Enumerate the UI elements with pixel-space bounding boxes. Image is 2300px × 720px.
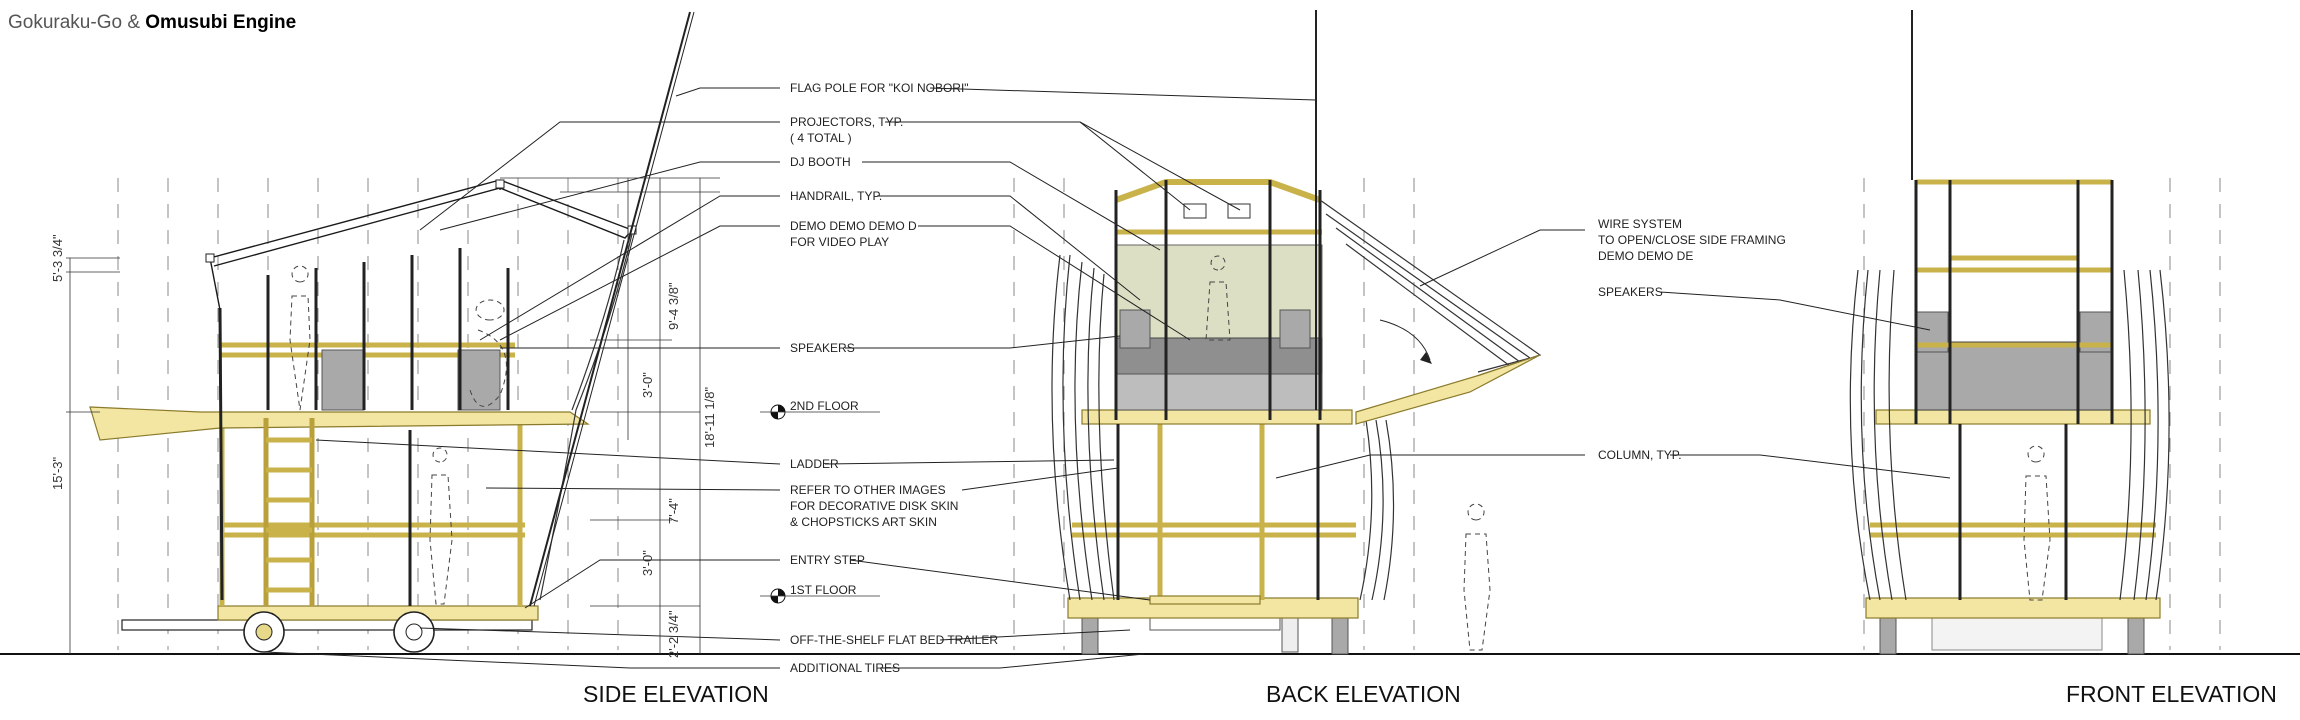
view-title-side: SIDE ELEVATION	[583, 681, 769, 707]
side-elevation: 5'-3 3/4" 15'-3" 9'-4 3/8" 3'-0" 18'-11 …	[50, 11, 880, 658]
front-wheel-right	[2127, 617, 2145, 655]
side-wheel-rear-hub	[405, 623, 423, 641]
note-video-play: FOR VIDEO PLAY	[790, 235, 889, 249]
annotation-notes: FLAG POLE FOR "KOI NOBORI" PROJECTORS, T…	[790, 81, 1786, 675]
note-speakers-front: SPEAKERS	[1598, 285, 1663, 299]
level-marker-2nd-floor	[760, 404, 880, 420]
title-project-name: Gokuraku-Go &	[8, 12, 145, 33]
note-projectors: PROJECTORS, TYP.	[790, 115, 903, 129]
side-trailer-bed	[121, 619, 533, 631]
side-wheel-front-hub	[255, 623, 273, 641]
side-ladder	[263, 418, 315, 606]
note-open-close-framing: TO OPEN/CLOSE SIDE FRAMING	[1598, 233, 1786, 247]
front-wheel-left	[1879, 617, 1897, 655]
title-engine-name: Omusubi Engine	[145, 12, 296, 33]
note-wire-system: WIRE SYSTEM	[1598, 217, 1682, 231]
leader-lines	[263, 87, 1951, 669]
dim-3-0-lower: 3'-0"	[640, 550, 655, 576]
note-ladder: LADDER	[790, 457, 839, 471]
note-dj-booth: DJ BOOTH	[790, 155, 851, 169]
note-demo: DEMO DEMO DEMO D	[790, 219, 917, 233]
side-first-floor-deck	[217, 605, 539, 621]
note-disk-skin: FOR DECORATIVE DISK SKIN	[790, 499, 958, 513]
front-elevation	[1849, 10, 2170, 655]
back-projector-1	[1183, 203, 1207, 219]
dim-9-4-3-8: 9'-4 3/8"	[666, 282, 681, 330]
note-flag-pole: FLAG POLE FOR "KOI NOBORI"	[790, 81, 969, 95]
side-speaker-right	[457, 349, 501, 411]
side-speaker-left	[321, 349, 365, 411]
back-wheel-left	[1081, 617, 1099, 655]
note-speakers-side: SPEAKERS	[790, 341, 855, 355]
dim-2-2-3-4: 2'-2 3/4"	[666, 610, 681, 658]
view-title-front: FRONT ELEVATION	[2066, 681, 2277, 707]
side-flag-pole	[529, 11, 691, 607]
front-first-floor-deck	[1865, 597, 2161, 619]
note-refer-images: REFER TO OTHER IMAGES	[790, 483, 946, 497]
back-projector-2	[1227, 203, 1251, 219]
note-trailer: OFF-THE-SHELF FLAT BED TRAILER	[790, 633, 998, 647]
note-1st-floor: 1ST FLOOR	[790, 583, 857, 597]
dim-18-11-1-8: 18'-11 1/8"	[702, 387, 717, 448]
note-projectors-count: ( 4 TOTAL )	[790, 131, 852, 145]
drawing-title: Gokuraku-Go & Omusubi Engine	[8, 12, 296, 33]
level-marker-1st-floor	[760, 588, 880, 604]
dim-7-4: 7'-4"	[666, 498, 681, 524]
dim-15-3: 15'-3"	[50, 456, 65, 490]
dim-5-3-3-4: 5'-3 3/4"	[50, 234, 65, 282]
back-elevation	[1051, 10, 1542, 655]
back-wheel-right	[1331, 617, 1349, 655]
note-tires: ADDITIONAL TIRES	[790, 661, 900, 675]
view-title-back: BACK ELEVATION	[1266, 681, 1461, 707]
back-second-floor-deck	[1081, 409, 1353, 425]
note-2nd-floor: 2ND FLOOR	[790, 399, 859, 413]
dim-3-0-upper: 3'-0"	[640, 372, 655, 398]
note-chopsticks-skin: & CHOPSTICKS ART SKIN	[790, 515, 937, 529]
side-second-floor-deck	[89, 406, 590, 441]
note-wire-demo: DEMO DEMO DE	[1598, 249, 1693, 263]
note-column: COLUMN, TYP.	[1598, 448, 1682, 462]
note-handrail: HANDRAIL, TYP.	[790, 189, 882, 203]
note-entry-step: ENTRY STEP	[790, 553, 865, 567]
